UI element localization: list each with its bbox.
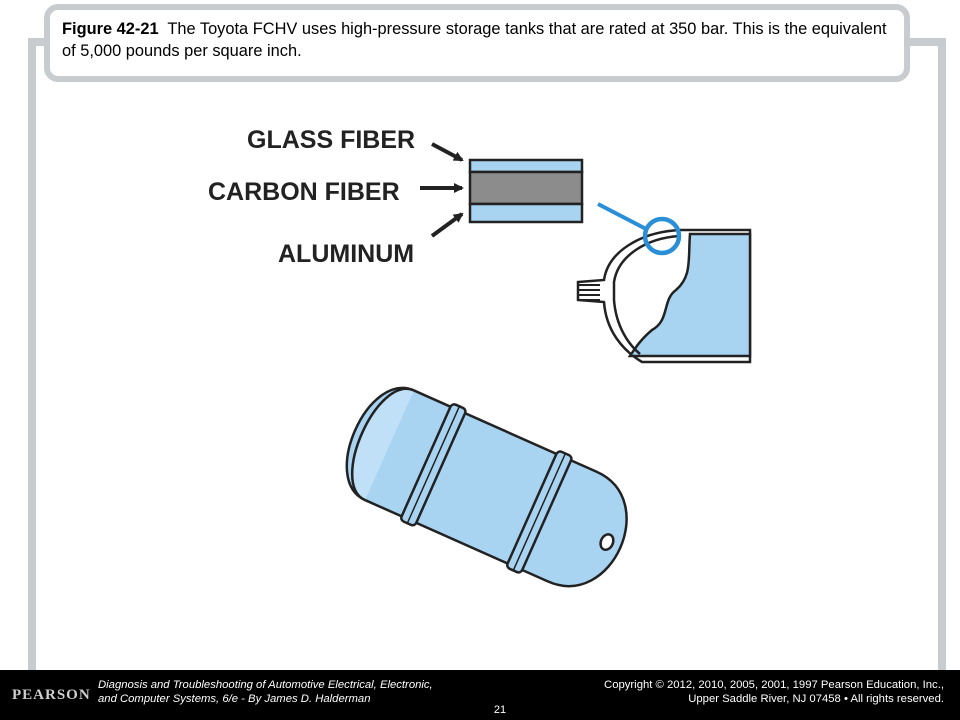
slide-frame-left [28, 38, 36, 670]
arrow-aluminum [430, 212, 464, 238]
figure-caption: Figure 42-21 The Toyota FCHV uses high-p… [62, 18, 892, 62]
footer-bar: PEARSON Diagnosis and Troubleshooting of… [0, 670, 960, 720]
label-arrows [420, 142, 464, 238]
label-aluminum: ALUMINUM [278, 240, 414, 268]
layer-glass-fiber [468, 158, 584, 174]
tank-wall-inner [612, 234, 681, 355]
slide-frame-right [938, 38, 946, 670]
detail-pointer-line [597, 202, 649, 232]
full-tank [345, 386, 628, 588]
label-carbon-fiber: CARBON FIBER [208, 178, 400, 206]
copyright-line-1: Copyright © 2012, 2010, 2005, 2001, 1997… [604, 679, 944, 691]
caption-text: The Toyota FCHV uses high-pressure stora… [62, 20, 887, 60]
layer-cross-section [468, 158, 584, 224]
label-glass-fiber: GLASS FIBER [247, 126, 415, 154]
tank-port-hole [599, 533, 615, 552]
caption-box: Figure 42-21 The Toyota FCHV uses high-p… [44, 4, 910, 82]
arrow-glass-fiber [431, 142, 464, 162]
book-title-line-2: and Computer Systems, 6/e - By James D. … [98, 693, 371, 705]
tank-end-cutaway [576, 228, 752, 364]
pearson-logo: PEARSON [12, 687, 91, 703]
detail-magnifier-circle [642, 216, 682, 256]
copyright-line-2: Upper Saddle River, NJ 07458 • All right… [688, 693, 944, 705]
tank-body [345, 386, 628, 588]
tank-valve-threads [578, 284, 600, 301]
book-title: Diagnosis and Troubleshooting of Automot… [98, 678, 478, 706]
page-number: 21 [493, 704, 507, 716]
figure-label: Figure 42-21 [62, 20, 159, 38]
copyright-notice: Copyright © 2012, 2010, 2005, 2001, 1997… [544, 678, 944, 706]
layer-carbon-fiber [468, 170, 584, 206]
layer-aluminum [468, 202, 584, 224]
book-title-line-1: Diagnosis and Troubleshooting of Automot… [98, 679, 433, 691]
tank-left-cap [350, 387, 415, 502]
